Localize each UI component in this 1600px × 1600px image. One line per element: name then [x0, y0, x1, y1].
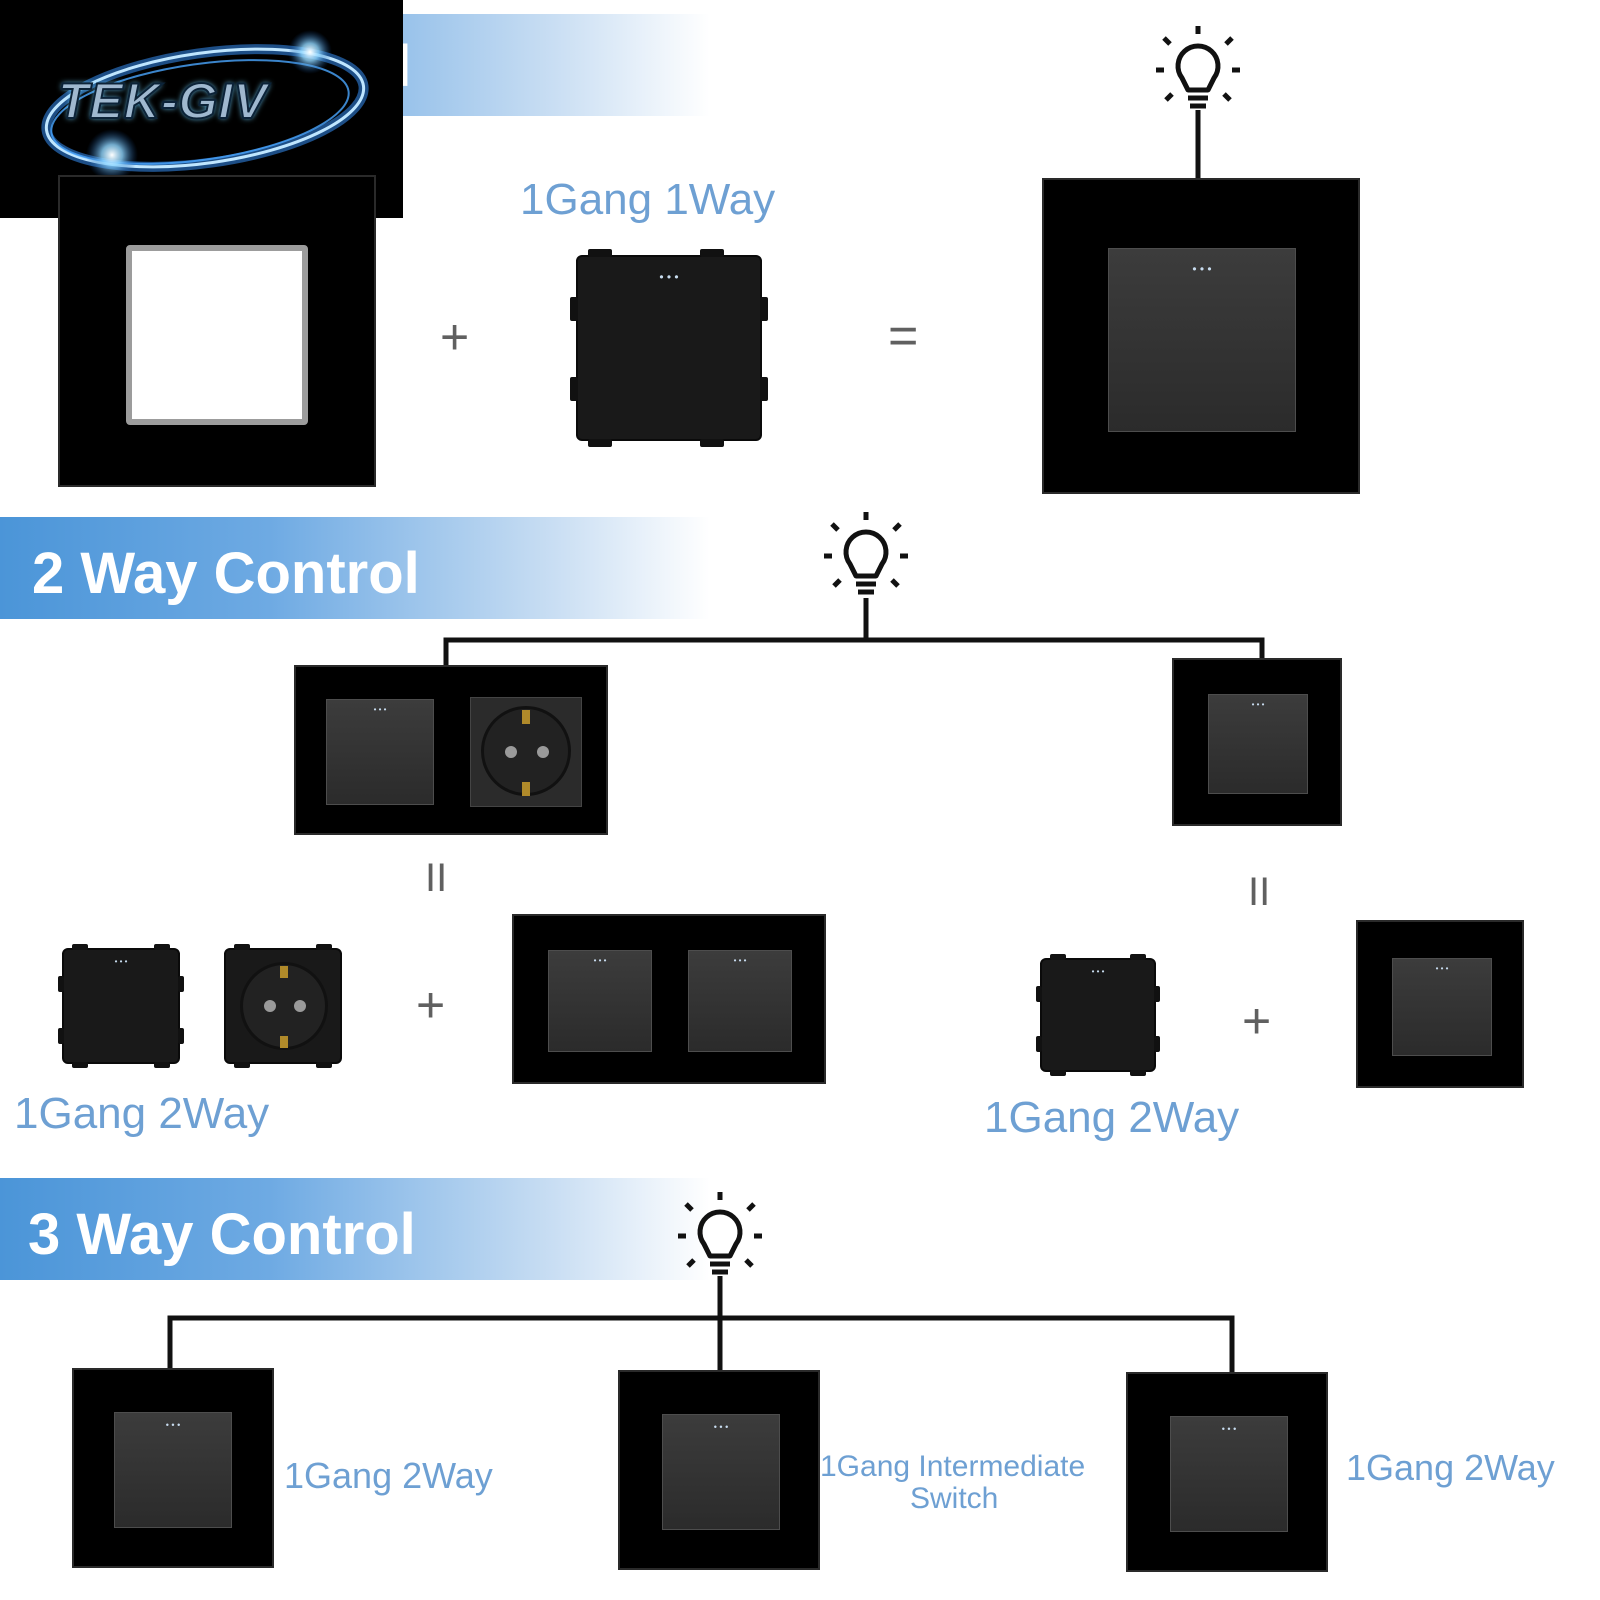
- key-indicator: • • •: [1251, 700, 1265, 709]
- key-indicator: • • •: [733, 956, 747, 965]
- module-tab: [178, 1028, 184, 1044]
- module-tab: [178, 976, 184, 992]
- plus-sign-left: +: [416, 977, 446, 1033]
- key-indicator: • • •: [713, 1422, 729, 1432]
- module-tab: [1130, 954, 1146, 960]
- double-frame-switch-socket: • • •: [294, 665, 608, 835]
- module-tab: [1050, 954, 1066, 960]
- module-tab: [58, 1028, 64, 1044]
- key-indicator: • • •: [114, 957, 128, 966]
- section-title-2-way: 2 Way Control: [32, 541, 420, 606]
- logo-swoosh-graphic: [41, 30, 369, 181]
- socket-ground-top: [522, 710, 530, 724]
- module-tab: [1154, 1036, 1160, 1052]
- 3way-frame-right: • • •: [1126, 1372, 1328, 1572]
- switch-key: • • •: [1108, 248, 1296, 432]
- equals-sign-left: II: [425, 856, 448, 900]
- bulb-icon: [678, 1192, 762, 1275]
- frame-opening: [126, 245, 308, 425]
- label-3way-middle-line2: Switch: [910, 1482, 999, 1515]
- socket-pin-left: [264, 1000, 276, 1012]
- module-tab: [72, 1062, 88, 1068]
- module-tab: [234, 944, 250, 950]
- module-label-1gang-1way: 1Gang 1Way: [520, 175, 776, 224]
- module-tab: [570, 297, 578, 321]
- single-frame-switch-right: • • •: [1172, 658, 1342, 826]
- empty-glass-frame: [58, 175, 376, 487]
- switch-key: • • •: [1170, 1416, 1288, 1532]
- label-3way-right: 1Gang 2Way: [1346, 1447, 1555, 1488]
- key-indicator: • • •: [165, 1420, 181, 1430]
- module-tab: [700, 439, 724, 447]
- double-frame-two-keys: • • • • • •: [512, 914, 826, 1084]
- module-tab: [1036, 1036, 1042, 1052]
- key-indicator: • • •: [593, 956, 607, 965]
- module-tab: [316, 1062, 332, 1068]
- bulb-icon: [824, 512, 908, 595]
- socket-ground-bottom: [522, 782, 530, 796]
- single-frame-keyed: • • •: [1356, 920, 1524, 1088]
- switch-key: • • •: [688, 950, 792, 1052]
- module-tab: [760, 297, 768, 321]
- key-indicator: • • •: [1435, 964, 1449, 973]
- module-tab: [1154, 986, 1160, 1002]
- module-tab: [1130, 1070, 1146, 1076]
- key-indicator: • • •: [1091, 967, 1105, 976]
- module-tab: [760, 377, 768, 401]
- switch-key: • • •: [1208, 694, 1308, 794]
- module-tab: [154, 1062, 170, 1068]
- socket-pin-right: [294, 1000, 306, 1012]
- key-indicator: • • •: [373, 705, 387, 714]
- plus-sign-right: +: [1242, 993, 1272, 1049]
- switch-key: • • •: [114, 1412, 232, 1528]
- key-indicator: • • •: [1221, 1424, 1237, 1434]
- switch-key: • • •: [326, 699, 434, 805]
- equals-sign-right: II: [1248, 870, 1271, 914]
- label-3way-middle-line1: 1Gang Intermediate: [820, 1450, 1086, 1483]
- switch-module-1gang-1way: • • •: [570, 249, 768, 447]
- switch-module-1gang-2way-right: • • •: [1036, 954, 1160, 1076]
- schuko-socket: [470, 697, 582, 807]
- wire-2way-bus: [443, 637, 1265, 665]
- module-label-right-1gang-2way: 1Gang 2Way: [984, 1093, 1240, 1142]
- module-tab: [700, 249, 724, 257]
- brand-logo-text: TEK-GIV: [57, 72, 268, 130]
- bulb-icon: [1156, 26, 1240, 109]
- key-indicator: • • •: [659, 270, 679, 284]
- module-tab: [570, 377, 578, 401]
- wire-3way-bus: [167, 1315, 1235, 1372]
- socket-pin-right: [537, 746, 549, 758]
- module-tab: [316, 944, 332, 950]
- equals-sign: =: [888, 307, 919, 365]
- module-tab: [154, 944, 170, 950]
- module-tab: [58, 976, 64, 992]
- socket-ground-top: [280, 966, 288, 978]
- section-title-3-way: 3 Way Control: [28, 1202, 416, 1267]
- module-tab: [72, 944, 88, 950]
- section-banner-2-way: [0, 517, 710, 619]
- plus-sign: +: [440, 309, 470, 365]
- 3way-frame-left: • • •: [72, 1368, 274, 1568]
- switch-key: • • •: [1392, 958, 1492, 1056]
- assembled-switch-1way: • • •: [1042, 178, 1360, 494]
- switch-module-1gang-2way: • • •: [58, 944, 184, 1068]
- key-indicator: • • •: [1192, 262, 1212, 276]
- switch-key: • • •: [548, 950, 652, 1052]
- module-tab: [1036, 986, 1042, 1002]
- module-label-left-1gang-2way: 1Gang 2Way: [14, 1089, 270, 1138]
- module-tab: [234, 1062, 250, 1068]
- label-3way-left: 1Gang 2Way: [284, 1455, 493, 1496]
- module-tab: [1050, 1070, 1066, 1076]
- section-banner-3-way: [0, 1178, 710, 1280]
- socket-ground-bottom: [280, 1036, 288, 1048]
- switch-key: • • •: [662, 1414, 780, 1530]
- socket-pin-left: [505, 746, 517, 758]
- module-tab: [588, 439, 612, 447]
- socket-module: [224, 944, 342, 1068]
- module-tab: [588, 249, 612, 257]
- 3way-frame-middle: • • •: [618, 1370, 820, 1570]
